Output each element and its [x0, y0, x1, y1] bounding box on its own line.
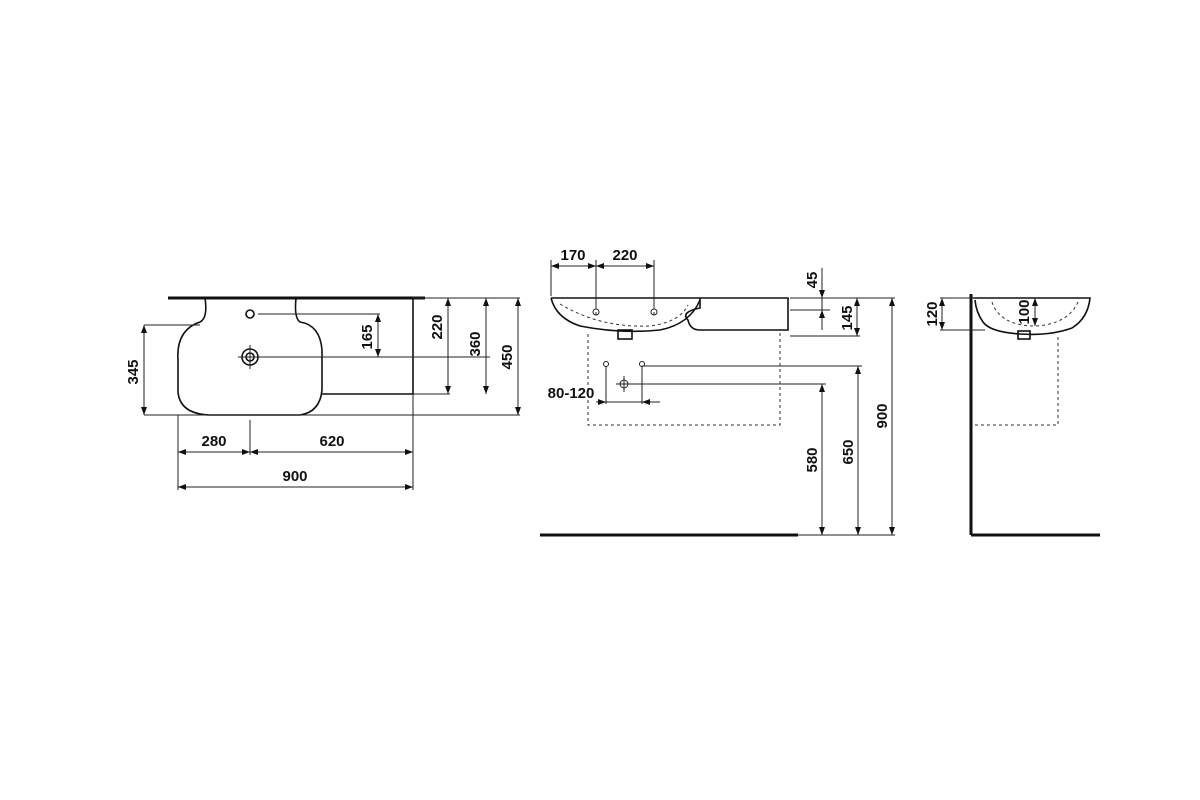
- dim-360: 360: [467, 331, 484, 356]
- basin-front-outline: [551, 297, 789, 331]
- tap-hole-icon: [245, 309, 255, 319]
- dim-620: 620: [319, 433, 344, 450]
- plan-view: 345 165 220 360 450 280 620 900: [125, 296, 521, 490]
- dim-120: 120: [924, 301, 941, 326]
- waste-outlet-icon: [617, 329, 633, 340]
- side-view: 120 100: [924, 294, 1100, 537]
- dim-900-width: 900: [282, 468, 307, 485]
- dim-580: 580: [804, 447, 821, 472]
- basin-side-outline: [973, 297, 1091, 336]
- dim-170: 170: [560, 247, 585, 264]
- dim-165: 165: [359, 324, 376, 349]
- dim-100: 100: [1016, 299, 1033, 324]
- dim-900-height: 900: [874, 403, 891, 428]
- dim-45: 45: [804, 272, 821, 289]
- dim-220: 220: [429, 314, 446, 339]
- tap-hole-right-icon: [650, 308, 658, 316]
- dim-145: 145: [839, 305, 856, 330]
- front-view: 170 220 45 145 80-120 580 650: [540, 247, 895, 537]
- cabinet-hidden-outline: [587, 332, 781, 426]
- dim-80-120: 80-120: [548, 385, 595, 402]
- dim-650: 650: [840, 439, 857, 464]
- shelf-outline: [296, 297, 414, 395]
- dim-220-front: 220: [612, 247, 637, 264]
- tap-hole-left-icon: [592, 308, 600, 316]
- side-waste-icon: [1017, 330, 1031, 340]
- dim-450: 450: [499, 344, 516, 369]
- dim-280: 280: [201, 433, 226, 450]
- dim-345: 345: [125, 359, 142, 384]
